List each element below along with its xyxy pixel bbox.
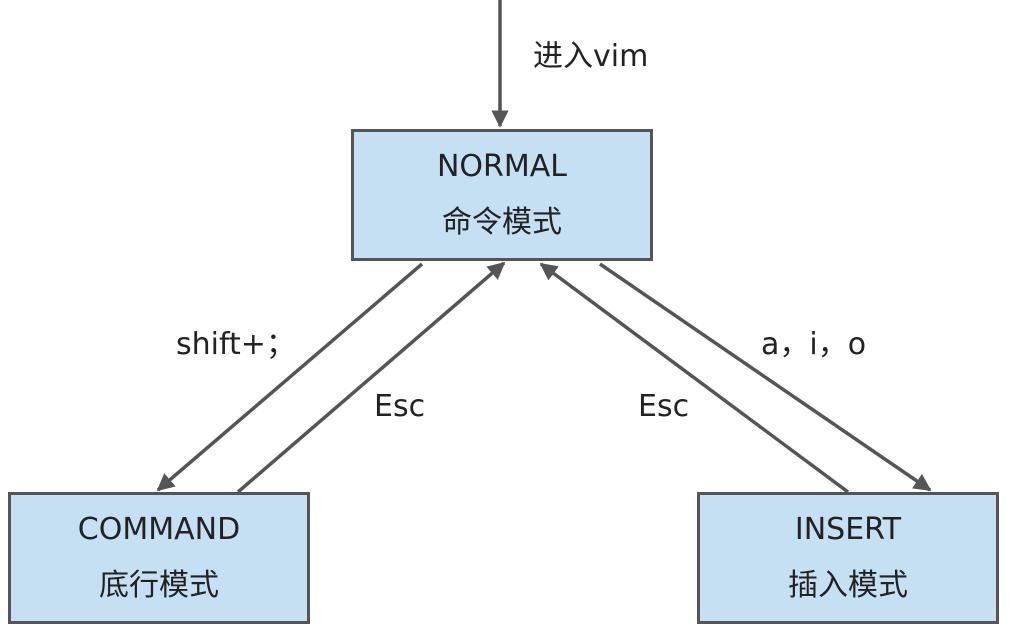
normal-mode-box: NORMAL 命令模式 [351, 129, 653, 261]
command-to-normal-arrow [236, 261, 506, 494]
esc-command-label: Esc [374, 389, 426, 424]
normal-to-insert-arrow [599, 262, 932, 492]
insert-to-normal-arrow [539, 262, 850, 494]
normal-mode-title: NORMAL [436, 149, 568, 184]
command-mode-box: COMMAND 底行模式 [8, 492, 310, 624]
insert-mode-box: INSERT 插入模式 [697, 492, 999, 624]
shift-semicolon-label: shift+； [176, 327, 296, 362]
normal-mode-subtitle: 命令模式 [442, 205, 562, 240]
insert-mode-title: INSERT [794, 512, 902, 547]
enter-vim-label: 进入vim [533, 39, 649, 74]
esc-insert-label: Esc [638, 389, 690, 424]
insert-mode-subtitle: 插入模式 [788, 568, 908, 603]
insert-keys-label: a，i，o [761, 327, 867, 362]
command-mode-subtitle: 底行模式 [99, 568, 219, 603]
normal-to-command-arrow [156, 262, 424, 492]
command-mode-title: COMMAND [77, 512, 241, 547]
